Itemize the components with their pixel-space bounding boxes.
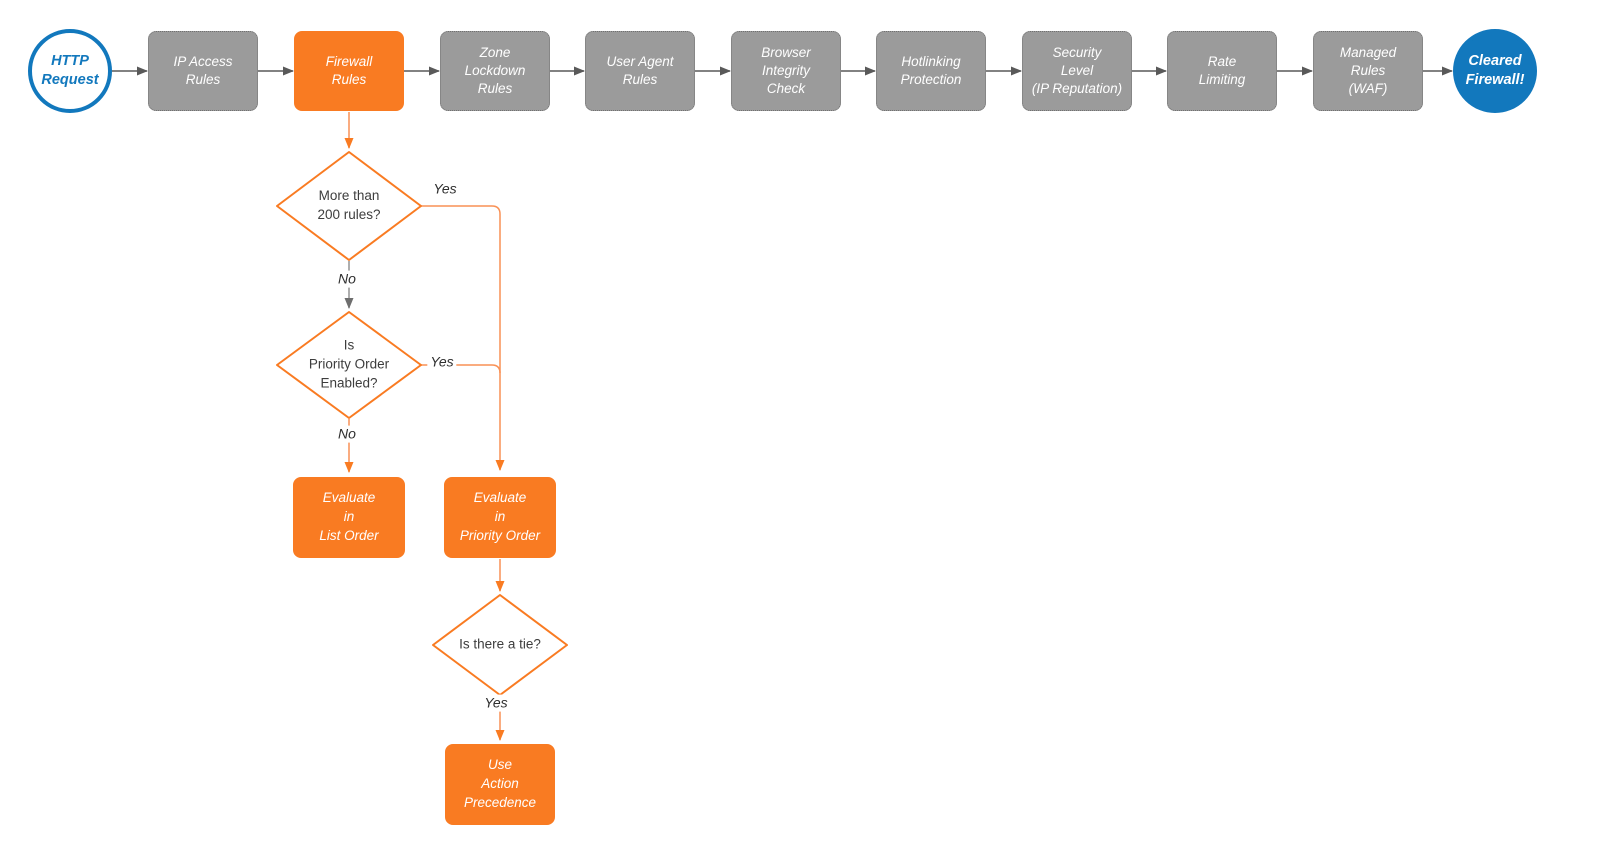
process-box-firewall-rules: Firewall Rules (294, 31, 404, 111)
action-box-use-action-precedence: Use Action Precedence (445, 744, 555, 825)
process-box-ip-access-rules: IP Access Rules (148, 31, 258, 111)
decision1-diamond (276, 151, 422, 261)
process-box-rate-limiting: Rate Limiting (1167, 31, 1277, 111)
decision2-label-priority-order-enabled: Is Priority Order Enabled? (308, 337, 390, 391)
edge-label-decision1-no: No (335, 270, 359, 288)
edge-label-decision2-yes: Yes (427, 353, 457, 371)
edge-label-decision3-yes: Yes (481, 694, 511, 712)
edge-decision1-yes (421, 205, 505, 471)
process-box-security-level: Security Level (IP Reputation) (1022, 31, 1132, 111)
decision3-label-is-there-a-tie: Is there a tie? (459, 636, 541, 652)
decision-shapes (276, 151, 568, 696)
edge-decision2-yes (421, 364, 501, 374)
decision2-diamond (276, 311, 422, 419)
action-box-evaluate-in-list-order: Evaluate in List Order (293, 477, 405, 558)
start-node-http-request: HTTP Request (28, 29, 112, 113)
process-box-browser-integrity-check: Browser Integrity Check (731, 31, 841, 111)
action-box-evaluate-in-priority-order: Evaluate in Priority Order (444, 477, 556, 558)
process-box-hotlinking-protection: Hotlinking Protection (876, 31, 986, 111)
end-node-cleared-firewall: Cleared Firewall! (1453, 29, 1537, 113)
edge-label-decision2-no: No (335, 425, 359, 443)
process-box-user-agent-rules: User Agent Rules (585, 31, 695, 111)
process-box-zone-lockdown-rules: Zone Lockdown Rules (440, 31, 550, 111)
decision1-label-more-than-200-rules: More than 200 rules? (317, 188, 381, 222)
edge-label-decision1-yes: Yes (430, 180, 460, 198)
process-box-managed-rules-waf: Managed Rules (WAF) (1313, 31, 1423, 111)
